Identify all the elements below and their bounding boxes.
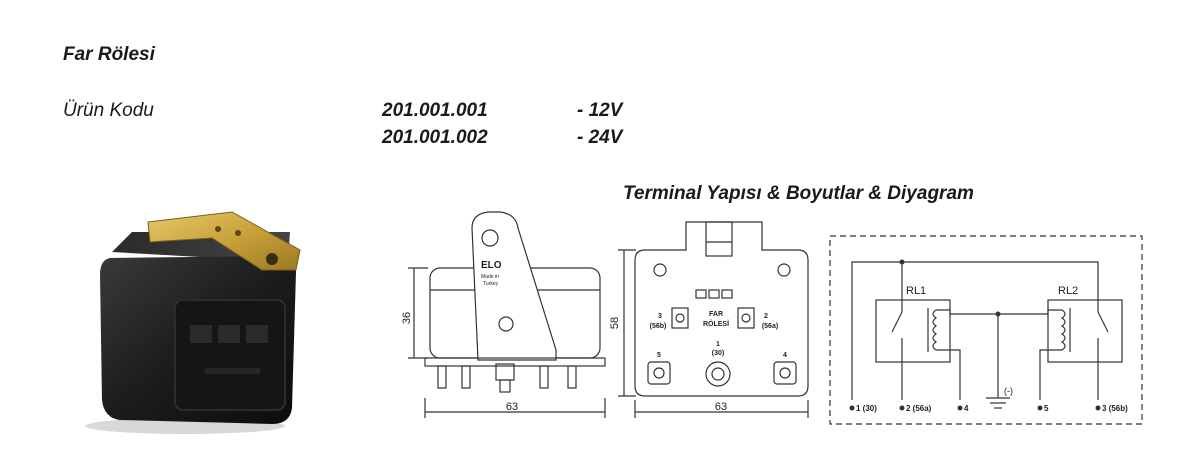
top-terminal-hole [741,313,751,323]
side-made-in-label: Turkey [483,281,499,287]
diagram-terminal-5: 5 [1044,404,1049,413]
top-corner-hole [653,263,667,277]
product-code-label: Ürün Kodu [63,100,154,121]
top-terminal-code-2: (56a) [762,323,778,330]
section-title: Terminal Yapısı & Boyutlar & Diyagram [623,183,974,204]
top-logo-block [721,289,733,299]
relay-photo [85,211,301,434]
top-terminal-1-bolt [711,367,725,381]
embossed-logo-block [246,325,268,343]
bracket-rivet [215,226,221,232]
embossed-logo-block [218,325,240,343]
bracket-hole [266,253,278,265]
top-terminal-pad-5 [647,361,671,385]
side-bracket-hole-bottom [498,316,514,332]
embossed-text-line [205,368,260,374]
top-width-dim-label: 63 [715,401,727,413]
junction-dot [995,311,1001,317]
top-relay-label: FAR [709,311,723,318]
diagram-top-bus [851,261,1099,400]
diagram-terminal-3: 3 (56b) [1102,404,1128,413]
diagram-terminal-2: 2 (56a) [906,404,932,413]
side-brand-label: ELO [481,260,502,271]
side-bracket-outline [471,211,557,361]
diagram-terminal-4: 4 [964,404,969,413]
bracket-rivet [235,230,241,236]
diagram-terminal-dots [849,259,1101,411]
ground-label: (-) [1004,386,1013,396]
rl2-coil [1060,309,1066,351]
diagram-frame [829,235,1143,425]
side-base [424,357,606,367]
top-terminal-pad-3 [671,307,689,329]
relay1-label: RL1 [906,285,926,297]
top-terminal-label-3: 3 [658,313,662,320]
embossed-logo-block [190,325,212,343]
top-terminal-label-1: 1 [716,341,720,348]
terminal-dot [1095,405,1101,411]
product-code: 201.001.001 [382,100,488,121]
product-title: Far Rölesi [63,44,155,65]
side-terminal [539,365,549,389]
side-width-dim-label: 63 [506,401,518,413]
terminal-dot [957,405,963,411]
rl1-contact-arm [891,311,903,333]
side-terminal [437,365,447,389]
relay1-box [875,299,951,363]
top-view-drawing [618,221,809,418]
relay2-label: RL2 [1058,285,1078,297]
junction-dot [899,259,905,265]
side-bolt-stem [499,379,511,393]
top-height-dim-label: 58 [609,317,621,329]
side-terminal [567,365,577,389]
top-terminal-1-ring [705,361,731,387]
coil1-terminal-4 [936,349,961,400]
top-terminal-pad-2 [737,307,755,329]
side-height-dim-label: 36 [401,312,413,324]
terminal-dot [1037,405,1043,411]
top-terminal-label-5: 5 [657,352,661,359]
top-terminal-pad-4 [773,361,797,385]
top-tab [705,221,733,257]
top-terminal-label-4: 4 [783,352,787,359]
product-voltage: - 24V [577,127,623,148]
product-voltage: - 12V [577,100,623,121]
rl1-coil [932,309,938,351]
top-terminal-label-2: 2 [764,313,768,320]
brass-bracket [147,211,301,271]
side-bracket-hole-top [481,229,499,247]
top-logo-block [695,289,707,299]
relay-front-panel [174,299,286,411]
diagram-terminal-1: 1 (30) [856,404,877,413]
rl2-contact-arm [1097,311,1109,333]
top-corner-hole [777,263,791,277]
relay2-box [1047,299,1123,363]
coil2-terminal-5 [1039,349,1062,400]
side-terminal [461,365,471,389]
wiring-diagram [829,235,1143,425]
top-terminal-hole [779,367,791,379]
side-made-in-label: Made in [481,274,499,280]
top-terminal-hole [653,367,665,379]
top-body-outline [634,221,809,397]
top-relay-label: RÖLESİ [703,319,729,328]
product-code: 201.001.002 [382,127,488,148]
top-terminal-code-3: (56b) [650,323,667,330]
terminal-dot [899,405,905,411]
top-terminal-hole [675,313,685,323]
side-view-drawing [408,211,606,418]
terminal-dot [849,405,855,411]
top-terminal-code-1: (30) [712,350,724,357]
top-logo-block [708,289,720,299]
